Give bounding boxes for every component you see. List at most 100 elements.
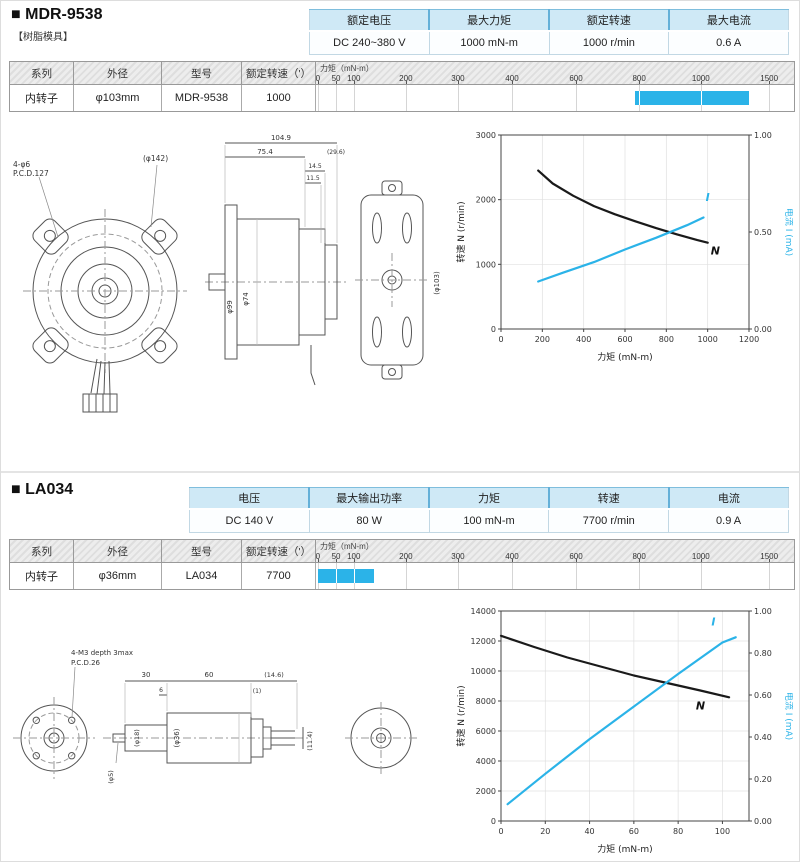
torque-range-bar (317, 569, 375, 583)
dim-label: 11.5 (306, 175, 320, 182)
svg-text:0: 0 (498, 335, 503, 344)
svg-text:8000: 8000 (476, 697, 496, 706)
spec-header-cell: 最大输出功率 (308, 487, 430, 510)
dim-label: 104.9 (271, 134, 291, 142)
spec-header-cell: 最大电流 (667, 9, 789, 32)
spec-header-cell: 额定转速 (548, 9, 669, 32)
mdr-rear-view-drawing: (φ103) (355, 180, 441, 380)
svg-text:1200: 1200 (739, 335, 759, 344)
svg-text:0: 0 (491, 325, 496, 334)
spec-value-cell: 0.6 A (668, 30, 789, 55)
spec-header-cell: 转速 (547, 487, 669, 510)
torque-col-header: 型号 (162, 62, 242, 84)
svg-text:0.80: 0.80 (754, 649, 772, 658)
torque-row-cell: MDR-9538 (162, 85, 242, 111)
svg-text:转速 N (r/min): 转速 N (r/min) (455, 685, 467, 746)
torque-row-cell: 内转子 (10, 563, 74, 589)
svg-text:N: N (711, 245, 720, 258)
torque-bar-area (316, 563, 794, 589)
torque-scale-label: 力矩（mN-m） (320, 542, 374, 551)
torque-row-cell: φ36mm (74, 563, 162, 589)
section-title-la034: ■ LA034 (11, 481, 74, 498)
spec-table-mdr9538: 额定电压 最大力矩 额定转速 最大电流 DC 240~380 V 1000 mN… (309, 9, 789, 55)
svg-text:2000: 2000 (476, 787, 496, 796)
dim-label: (14.6) (264, 671, 284, 679)
svg-text:200: 200 (535, 335, 550, 344)
svg-text:0: 0 (498, 827, 503, 836)
svg-text:600: 600 (617, 335, 632, 344)
torque-col-header: 额定转速（'） (242, 62, 316, 84)
mdr-front-view-drawing: 4-φ6 P.C.D.127 (φ142) (13, 154, 187, 413)
dim-label: (φ5) (107, 770, 115, 784)
dim-label: 75.4 (257, 148, 273, 156)
svg-text:0.50: 0.50 (754, 228, 772, 237)
svg-text:1.00: 1.00 (754, 607, 772, 616)
svg-text:转速 N (r/min): 转速 N (r/min) (455, 201, 467, 262)
spec-header-cell: 额定电压 (309, 9, 430, 32)
svg-text:力矩 (mN-m): 力矩 (mN-m) (597, 843, 652, 855)
spec-value-cell: DC 140 V (189, 508, 310, 533)
torque-col-header: 系列 (10, 540, 74, 562)
mdr-side-view-drawing: 104.9 75.4 14.5 11.5 (29.6) φ99 φ74 (205, 134, 349, 386)
svg-text:10000: 10000 (471, 667, 496, 676)
svg-text:I: I (711, 616, 715, 629)
torque-col-header: 外径 (74, 62, 162, 84)
svg-text:6000: 6000 (476, 727, 496, 736)
dim-label: (φ18) (133, 729, 141, 747)
torque-col-header: 额定转速（'） (242, 540, 316, 562)
dim-label: φ99 (226, 300, 234, 314)
svg-text:N: N (696, 699, 705, 712)
dim-label: 4-M3 depth 3max (71, 649, 133, 657)
svg-text:力矩 (mN-m): 力矩 (mN-m) (597, 351, 652, 363)
torque-bar-area (316, 85, 794, 111)
dim-label: 60 (205, 671, 214, 679)
svg-text:4000: 4000 (476, 757, 496, 766)
torque-col-header: 系列 (10, 62, 74, 84)
dim-label: (φ103) (433, 271, 441, 295)
torque-row-cell: φ103mm (74, 85, 162, 111)
spec-value-cell: 1000 mN-m (428, 30, 550, 55)
svg-text:12000: 12000 (471, 637, 496, 646)
rear-view-shapes (355, 180, 429, 380)
spec-header-cell: 电压 (189, 487, 310, 510)
dim-label: (φ36) (173, 728, 181, 747)
svg-text:60: 60 (629, 827, 639, 836)
svg-text:0.40: 0.40 (754, 733, 772, 742)
side-view-shapes (205, 142, 349, 386)
spec-header-cell: 最大力矩 (428, 9, 549, 32)
dim-label: (29.6) (327, 149, 345, 156)
torque-col-header: 型号 (162, 540, 242, 562)
dim-label: (φ142) (143, 154, 168, 163)
svg-text:1.00: 1.00 (754, 131, 772, 140)
spec-value-cell: 1000 r/min (548, 30, 670, 55)
dim-label: P.C.D.127 (13, 169, 49, 178)
svg-text:400: 400 (576, 335, 591, 344)
dim-label: 30 (142, 671, 151, 679)
svg-text:电流 I (mA): 电流 I (mA) (783, 692, 793, 740)
dim-label: (11.4) (306, 731, 314, 751)
svg-text:100: 100 (715, 827, 730, 836)
front-view-shapes (23, 164, 187, 413)
svg-text:1000: 1000 (476, 260, 496, 269)
svg-text:0: 0 (491, 817, 496, 826)
dim-label: 6 (159, 687, 163, 694)
dim-label: P.C.D.26 (71, 659, 101, 667)
svg-text:2000: 2000 (476, 196, 496, 205)
svg-text:1000: 1000 (697, 335, 717, 344)
section-title-mdr9538: ■ MDR-9538 (11, 6, 103, 23)
svg-text:0.60: 0.60 (754, 691, 772, 700)
svg-text:800: 800 (659, 335, 674, 344)
torque-row-cell: LA034 (162, 563, 242, 589)
la034-drawing: 4-M3 depth 3max P.C.D.26 30 60 6 (14.6) … (13, 649, 417, 784)
dim-label: 14.5 (308, 163, 322, 170)
torque-row-cell: 内转子 (10, 85, 74, 111)
svg-text:电流 I (mA): 电流 I (mA) (783, 208, 793, 256)
svg-text:14000: 14000 (471, 607, 496, 616)
